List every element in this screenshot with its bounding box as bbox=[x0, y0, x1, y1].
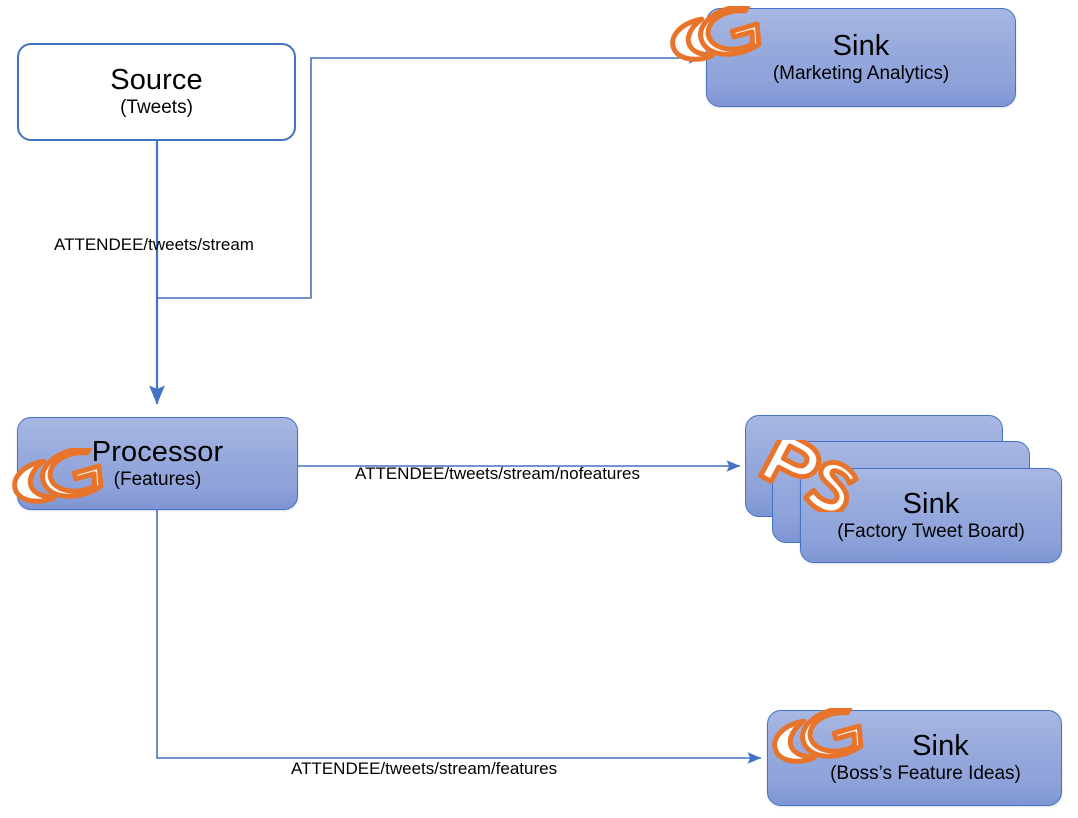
edge-label-features: ATTENDEE/tweets/stream/features bbox=[291, 759, 558, 778]
node-source-subtitle: (Tweets) bbox=[120, 97, 193, 119]
node-sink-factory-subtitle: (Factory Tweet Board) bbox=[837, 520, 1025, 542]
node-sink-boss-title: Sink bbox=[912, 730, 969, 763]
edge-label-nofeatures: ATTENDEE/tweets/stream/nofeatures bbox=[355, 464, 641, 483]
node-sink-marketing-subtitle: (Marketing Analytics) bbox=[772, 62, 950, 84]
node-processor-subtitle: (Features) bbox=[113, 468, 202, 490]
node-sink-boss[interactable]: Sink (Boss’s Feature Ideas) bbox=[767, 710, 1062, 806]
node-sink-marketing-title: Sink bbox=[832, 29, 890, 62]
node-processor[interactable]: Processor (Features) bbox=[17, 417, 298, 510]
node-sink-factory[interactable]: Sink (Factory Tweet Board) bbox=[800, 468, 1062, 563]
node-sink-marketing[interactable]: Sink (Marketing Analytics) bbox=[706, 8, 1016, 107]
node-source[interactable]: Source (Tweets) bbox=[17, 43, 296, 141]
node-processor-title: Processor bbox=[91, 435, 224, 468]
node-sink-boss-subtitle: (Boss’s Feature Ideas) bbox=[830, 763, 1021, 785]
edge-label-stream: ATTENDEE/tweets/stream bbox=[54, 235, 254, 254]
node-sink-factory-title: Sink bbox=[902, 487, 960, 520]
edge-processor-to-boss bbox=[156, 510, 762, 764]
node-source-title: Source bbox=[110, 64, 203, 97]
